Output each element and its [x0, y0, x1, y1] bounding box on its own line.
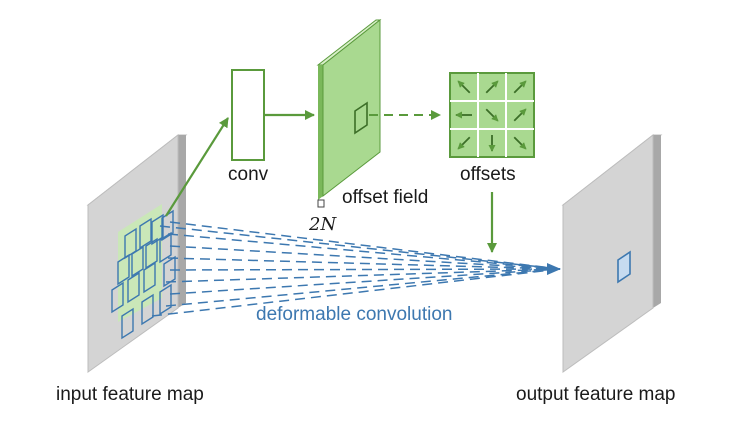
output-map-side — [653, 135, 661, 308]
sampling-box — [151, 213, 164, 246]
input-feature-map-label: input feature map — [56, 384, 204, 405]
output-map-face — [562, 133, 654, 373]
offset-field-label: offset field — [342, 187, 429, 208]
sampling-box — [159, 231, 172, 264]
offsets-label: offsets — [460, 164, 516, 185]
offset-arrow-icon — [513, 108, 527, 122]
convolution-ray — [169, 268, 561, 295]
input-map-side — [178, 135, 186, 308]
sampling-box — [117, 253, 130, 286]
deformable-convolution-rays — [151, 221, 561, 317]
offset-arrow-icon — [457, 80, 471, 94]
convolution-ray — [167, 233, 561, 270]
offset-arrows — [455, 80, 527, 152]
sampling-box — [143, 261, 156, 294]
offset-channel-marker — [317, 199, 325, 208]
sampling-box — [163, 255, 176, 288]
sampling-box — [131, 245, 144, 278]
deformable-convolution-label: deformable convolution — [256, 304, 453, 325]
convolution-ray — [165, 268, 561, 283]
offsets-grid — [449, 72, 535, 158]
offset-arrow-icon — [457, 136, 471, 150]
input-feature-map — [86, 133, 188, 373]
conv-label: conv — [228, 164, 269, 185]
sampling-box — [141, 293, 154, 326]
offset-arrow-icon — [513, 136, 527, 150]
convolution-ray — [167, 257, 561, 270]
convolution-ray — [151, 268, 561, 317]
input-to-conv-arrow — [165, 117, 229, 217]
offset-arrow-icon — [485, 108, 499, 122]
convolution-ray — [165, 268, 561, 307]
output-feature-map-label: output feature map — [516, 384, 676, 405]
convolution-ray — [169, 245, 561, 270]
offset-field-channels-label: 2N — [309, 214, 337, 235]
output-feature-map — [561, 133, 663, 373]
offset-field-side — [318, 65, 323, 200]
offset-field — [316, 18, 382, 208]
convolution-ray — [169, 263, 561, 276]
sampling-box — [145, 237, 158, 270]
sampling-box — [161, 209, 174, 242]
conv-box — [231, 69, 265, 161]
sampling-box — [121, 307, 134, 340]
sampling-box — [139, 217, 152, 250]
convolution-ray — [159, 225, 561, 270]
sampling-locations — [111, 209, 176, 340]
offset-arrow-icon — [513, 80, 527, 94]
offset-arrow-icon — [485, 80, 499, 94]
convolution-ray — [169, 221, 561, 270]
sampling-box — [111, 281, 124, 314]
offset-field-window — [354, 101, 368, 135]
output-pixel — [617, 250, 631, 284]
sampling-box — [159, 283, 172, 316]
offset-field-face — [322, 18, 381, 198]
sampling-box — [127, 271, 140, 304]
